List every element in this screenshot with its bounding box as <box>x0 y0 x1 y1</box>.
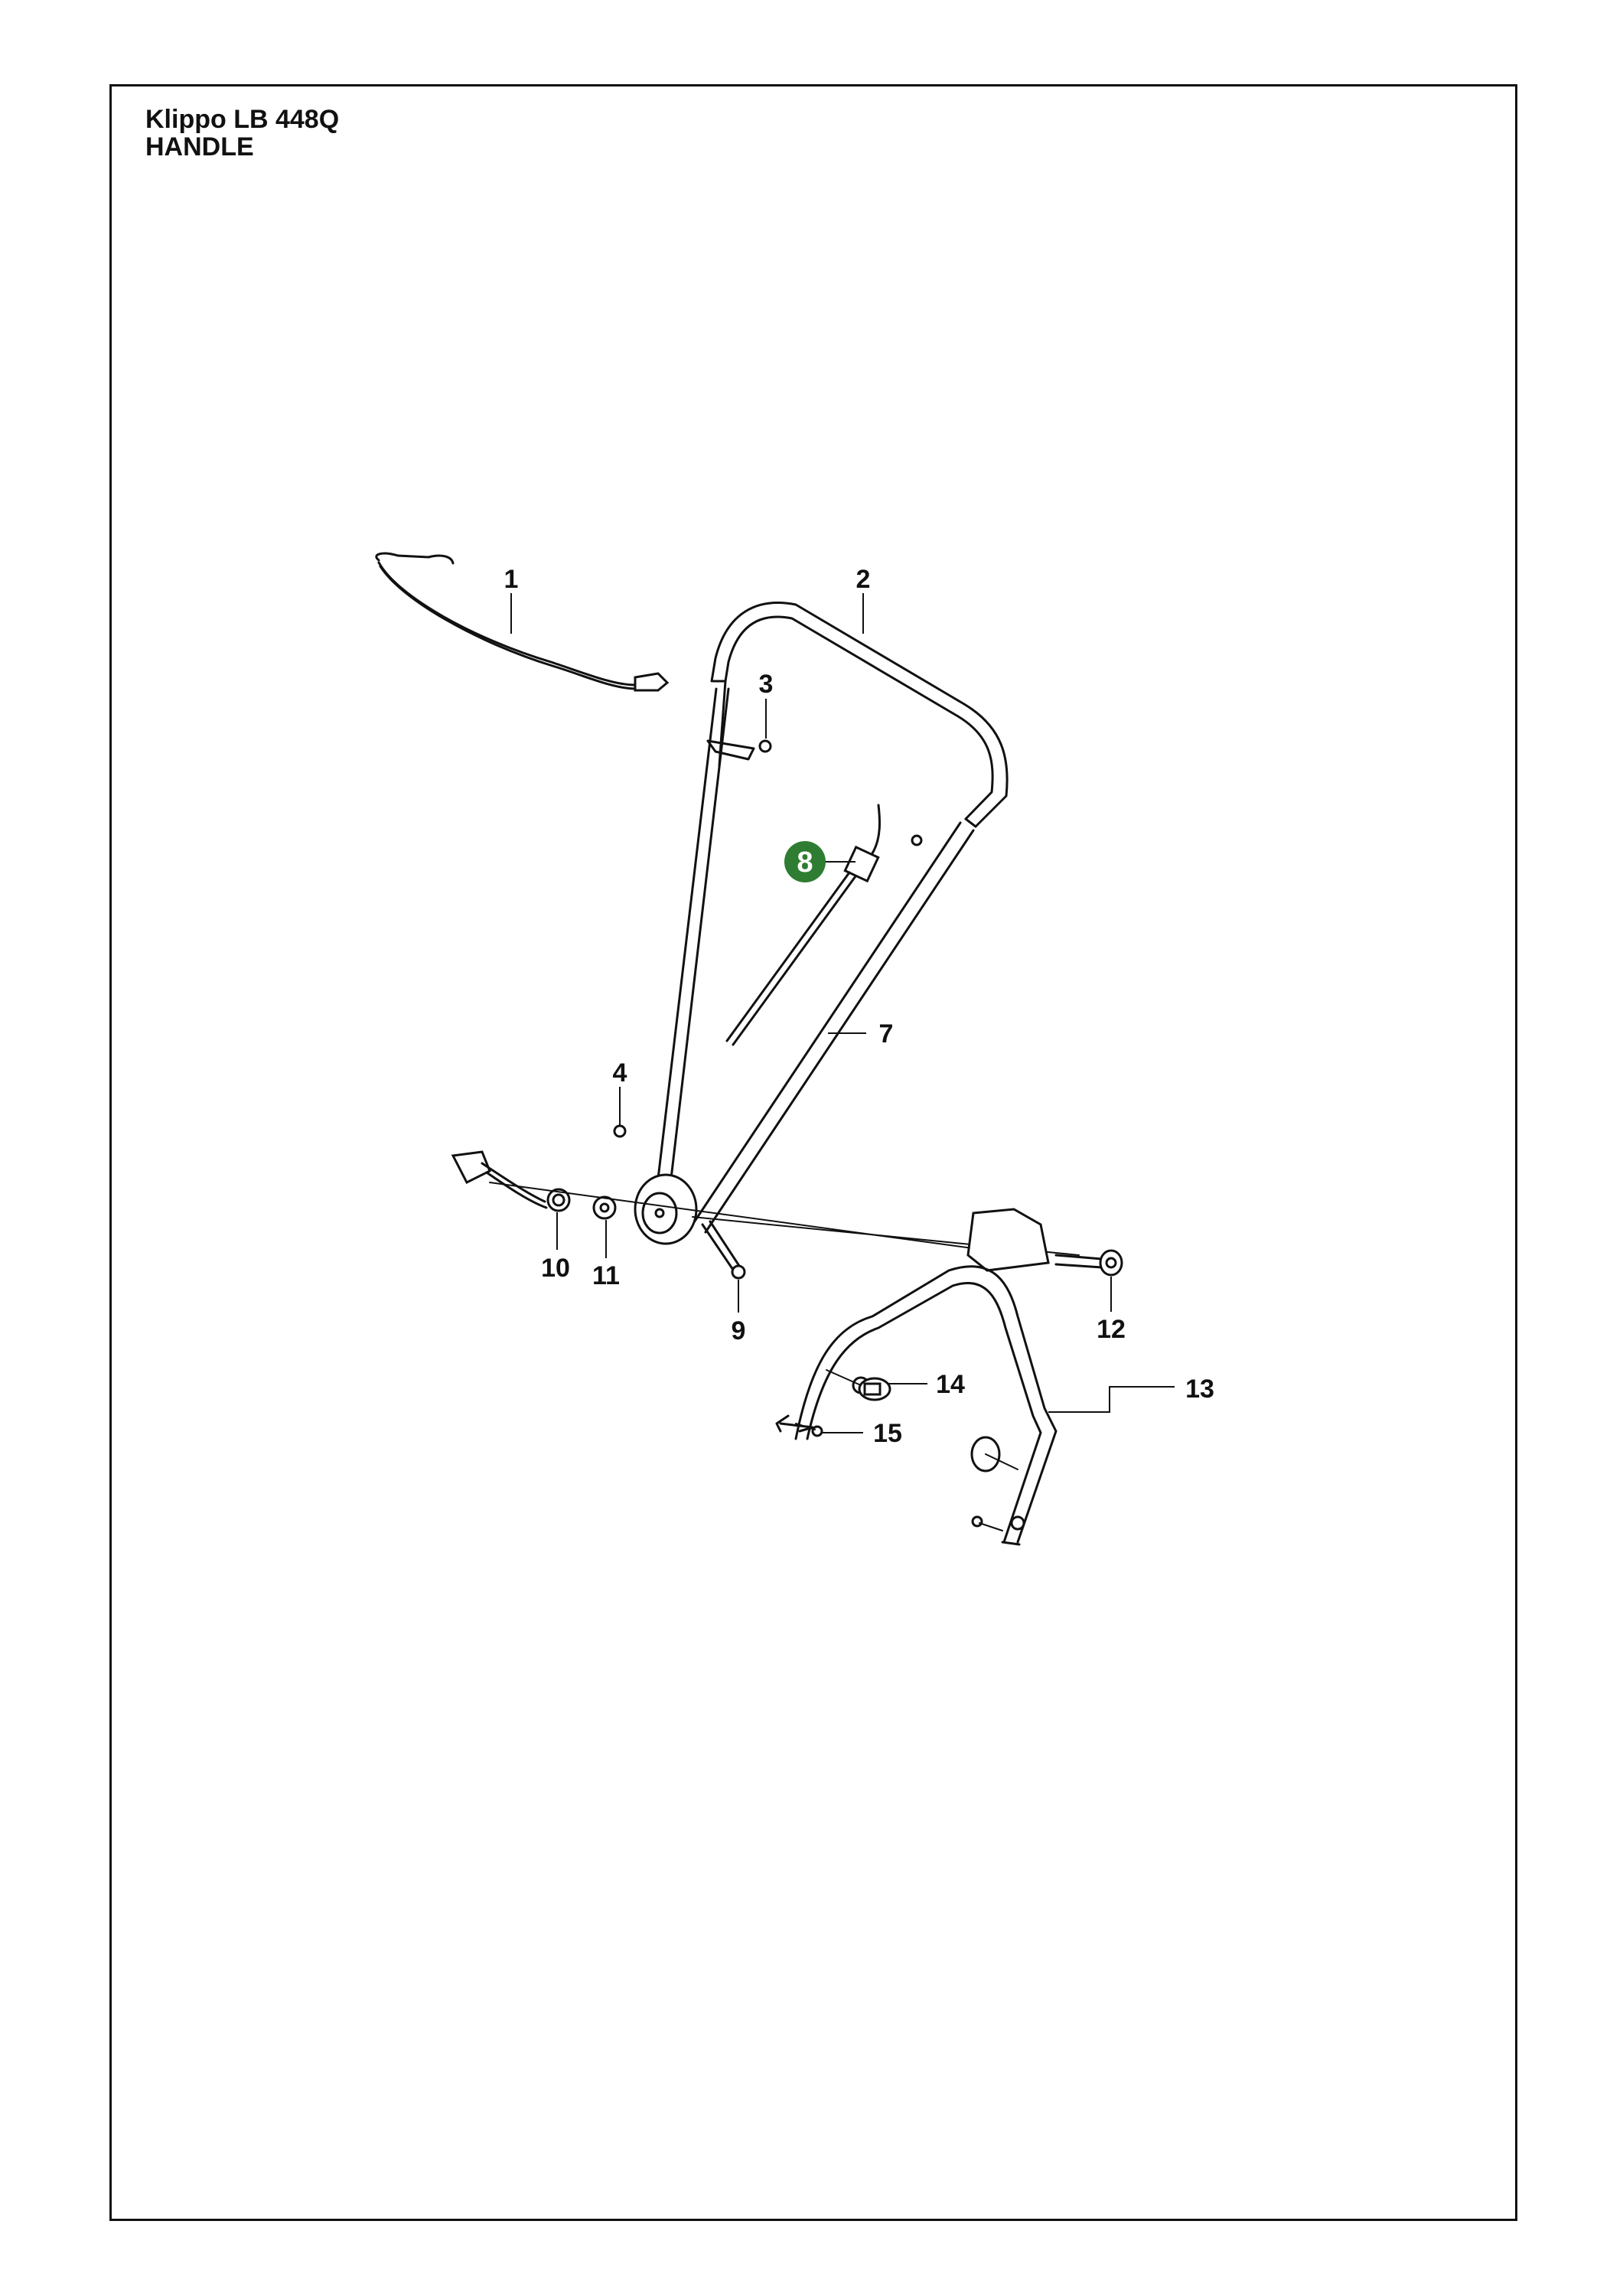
callout-12: 12 <box>1097 1315 1126 1344</box>
part-4-nut <box>613 1124 627 1138</box>
callout-8: 8 <box>797 846 813 879</box>
callout-3: 3 <box>759 670 774 699</box>
leader-13 <box>1056 1386 1175 1413</box>
highlight-circle-8 <box>784 841 826 882</box>
callout-4: 4 <box>613 1058 627 1088</box>
handle-hub <box>634 1173 698 1245</box>
part-12-bolt <box>1054 1249 1123 1277</box>
part-2-upper-handle <box>657 602 1009 1180</box>
callout-10: 10 <box>541 1254 570 1283</box>
part-7-lower-handle <box>691 821 975 1234</box>
part-9-bolt <box>701 1220 746 1280</box>
callout-15: 15 <box>873 1419 902 1448</box>
part-3-clip <box>706 739 772 761</box>
callout-1: 1 <box>504 565 519 594</box>
title-block: Klippo LB 448Q HANDLE <box>145 106 339 161</box>
section-title: HANDLE <box>145 132 254 161</box>
part-10-knob <box>451 1150 571 1212</box>
callout-13: 13 <box>1185 1375 1214 1404</box>
callout-14: 14 <box>936 1370 965 1399</box>
part-8-switch-rod <box>725 804 881 1046</box>
part-15-screw <box>795 1423 1003 1531</box>
part-11-washer <box>592 1195 617 1220</box>
callout-11: 11 <box>592 1261 620 1290</box>
callout-7: 7 <box>879 1019 894 1049</box>
part-13-lower-bracket <box>775 1208 1058 1546</box>
model-title: Klippo LB 448Q <box>145 105 340 134</box>
part-14-washer <box>826 1369 1018 1473</box>
callout-2: 2 <box>856 565 871 594</box>
part-1-control-cable <box>375 552 670 692</box>
callout-9: 9 <box>732 1316 746 1345</box>
page-frame <box>109 84 1517 2221</box>
